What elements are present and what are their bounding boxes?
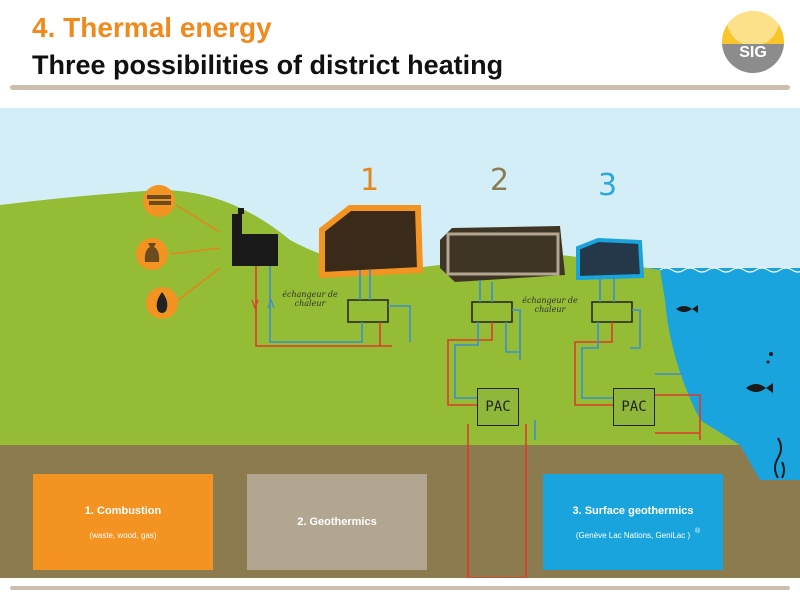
- fish-icon: [676, 305, 698, 313]
- seaweed: [774, 437, 785, 479]
- combustion-subtitle: (waste, wood, gas): [89, 530, 157, 540]
- bubble: [769, 352, 773, 356]
- combustion-title: 1. Combustion: [84, 504, 162, 517]
- heat-pump-2: PAC: [613, 388, 655, 426]
- factory: [232, 208, 278, 266]
- fuel-lines: [169, 204, 221, 301]
- wood-icon: [143, 185, 175, 217]
- arrow-blue: [267, 298, 275, 309]
- surface-geothermics-subtitle: (Genève Lac Nations, GeniLac ): [575, 530, 691, 540]
- heat-exchanger-label: échangeur de chaleur: [282, 290, 338, 308]
- building-2: [440, 226, 565, 282]
- fish-icon: [746, 383, 773, 393]
- waves: [659, 267, 800, 273]
- geothermics-title: 2. Geothermics: [297, 516, 377, 528]
- top-divider: [10, 85, 790, 90]
- lake: [640, 268, 800, 480]
- heat-exchanger-1: [347, 299, 389, 323]
- pipes-2: [447, 280, 536, 578]
- system-number-3: 3: [598, 168, 618, 203]
- pipes-3: [574, 278, 701, 440]
- system-number-1: 1: [360, 163, 380, 198]
- system-number-2: 2: [490, 163, 510, 198]
- building-3: [576, 237, 645, 281]
- page-subtitle: Three possibilities of district heating: [32, 50, 504, 80]
- bottom-divider: [10, 586, 790, 590]
- waste-bag-icon: [136, 238, 168, 270]
- logo-text: SIG: [739, 44, 767, 61]
- sig-logo: SIG: [722, 11, 784, 73]
- bubble: [766, 360, 770, 364]
- building-2-outline: [446, 232, 560, 276]
- geothermics-box: 2. Geothermics: [247, 474, 427, 570]
- registered-mark: ®: [695, 528, 701, 535]
- page-title: 4. Thermal energy: [32, 12, 272, 43]
- heat-pump-1: PAC: [477, 388, 519, 426]
- surface-geothermics-title: 3. Surface geothermics: [572, 504, 694, 517]
- surface-geothermics-box: 3. Surface geothermics (Genève Lac Natio…: [543, 474, 723, 570]
- building-1: [319, 205, 424, 279]
- arrow-red: [251, 299, 259, 310]
- heat-exchanger-label: échangeur de chaleur: [522, 296, 578, 314]
- grass: [0, 190, 740, 445]
- combustion-box: 1. Combustion (waste, wood, gas): [33, 474, 213, 570]
- flame-icon: [146, 287, 178, 319]
